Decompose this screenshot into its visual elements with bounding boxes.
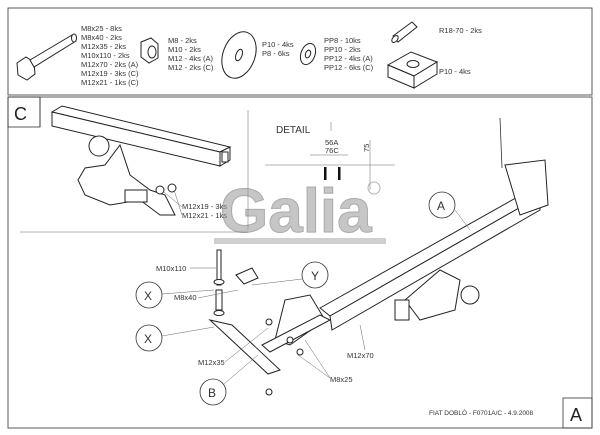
label-m8x25: M8x25 [330, 375, 353, 384]
drawing-footer: FIAT DOBLÓ - F0701A/C - 4.9.2008 [429, 408, 534, 417]
bolt-item: M12x70 - 2ks (A) [81, 60, 139, 69]
callout-y-label: Y [311, 269, 319, 283]
callout-x-lower: X [135, 324, 215, 352]
nut-item: M8 - 2ks [168, 36, 197, 45]
square-plate-icon [386, 51, 439, 89]
large-washer-icon [221, 31, 257, 79]
galia-logo: Galia [214, 177, 386, 247]
nut-item: M12 - 2ks (C) [168, 63, 214, 72]
detail-dim-width-a: 56A [325, 138, 338, 147]
washer-item: P8 - 6ks [262, 49, 290, 58]
callout-a: A [428, 191, 471, 231]
bolt-icon [16, 33, 77, 81]
bolt-item: M12x19 - 3ks (C) [81, 69, 139, 78]
callout-y: Y [251, 261, 329, 289]
nut-list: M8 - 2ks M10 - 2ks M12 - 4ks (A) M12 - 2… [168, 36, 214, 72]
bolt-item: M12x35 - 2ks [81, 42, 126, 51]
label-m10x110: M10x110 [156, 264, 186, 273]
label-m12x70: M12x70 [347, 351, 374, 360]
callout-x-upper: X [135, 281, 215, 309]
bolt-list: M8x25 - 8ks M8x40 - 2ks M12x35 - 2ks M10… [81, 24, 139, 87]
spring-washer-item: PP12 - 4ks (A) [324, 54, 373, 63]
label-m8x40: M8x40 [174, 293, 197, 302]
bolt-item: M12x21 - 1ks (C) [81, 78, 139, 87]
variant-a-label: A [570, 405, 582, 425]
spring-washer-icon [299, 42, 317, 66]
callout-b: B [199, 354, 259, 406]
callout-a-label: A [437, 199, 445, 213]
bracket-b-drawing [208, 249, 304, 396]
callout-x-label: X [144, 332, 152, 346]
galia-logo-text: Galia [220, 177, 372, 246]
bolt-item: M8x25 - 8ks [81, 24, 122, 33]
nut-item: M10 - 2ks [168, 45, 201, 54]
spacer-tube-icon [391, 21, 418, 43]
variant-c-label: C [14, 104, 27, 124]
bolt-item: M10x110 - 2ks [81, 51, 130, 60]
variant-c-towbar-drawing [50, 105, 232, 216]
variant-a-box [562, 397, 593, 429]
square-plate-label: P10 - 4ks [439, 67, 471, 76]
variant-a-towbar-drawing [261, 117, 549, 353]
label-m12x35: M12x35 [198, 358, 225, 367]
spring-washer-item: PP12 - 6ks (C) [324, 63, 374, 72]
detail-dim-height: 75 [362, 144, 371, 152]
variant-c-bolt-label: M12x19 - 3ks [182, 202, 227, 211]
variant-c-bolt-label: M12x21 - 1ks [182, 211, 227, 220]
parts-panel-border [7, 7, 593, 96]
spring-washer-item: PP10 - 2ks [324, 45, 361, 54]
callout-b-label: B [208, 386, 216, 400]
detail-view: DETAIL 56A 76C 75 [265, 122, 395, 190]
nut-icon [140, 37, 159, 64]
washer-item: P10 - 4ks [262, 40, 294, 49]
nut-item: M12 - 4ks (A) [168, 54, 214, 63]
detail-dim-width-c: 76C [325, 146, 339, 155]
detail-title: DETAIL [276, 125, 311, 136]
spring-washer-item: PP8 - 10ks [324, 36, 361, 45]
callout-x-label: X [144, 289, 152, 303]
main-panel-border [7, 96, 593, 429]
spacer-tube-label: R18-70 - 2ks [439, 26, 482, 35]
bolt-item: M8x40 - 2ks [81, 33, 122, 42]
